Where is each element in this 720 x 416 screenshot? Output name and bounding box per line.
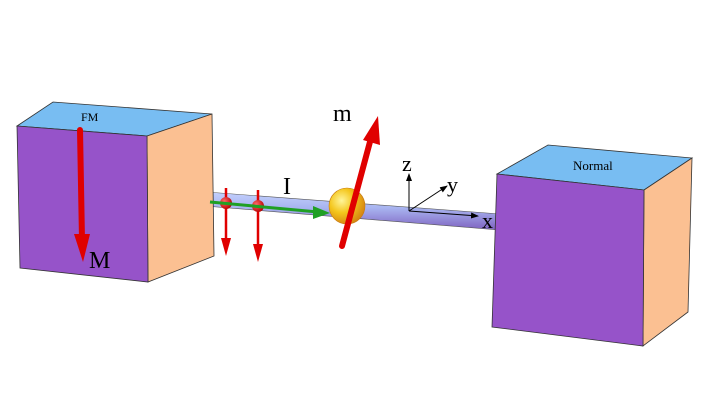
fm-block-side <box>146 113 215 283</box>
normal-block <box>491 144 694 347</box>
fm-block-label: FM <box>81 110 99 124</box>
moment-arrow <box>339 116 380 249</box>
normal-block-front <box>491 173 645 347</box>
normal-block-label: Normal <box>573 158 613 173</box>
current-arrow <box>209 200 330 219</box>
magnetization-label: M <box>89 248 110 274</box>
fm-block <box>15 101 215 283</box>
normal-block-side <box>642 157 693 347</box>
moment-label: m <box>333 101 352 127</box>
coordinate-axes-icon <box>406 173 479 219</box>
axis-x-label: x <box>482 208 493 233</box>
axis-z-label: z <box>402 151 412 176</box>
current-label: I <box>283 174 291 200</box>
magnetization-arrow <box>74 127 90 262</box>
axis-y-label: y <box>447 172 458 197</box>
